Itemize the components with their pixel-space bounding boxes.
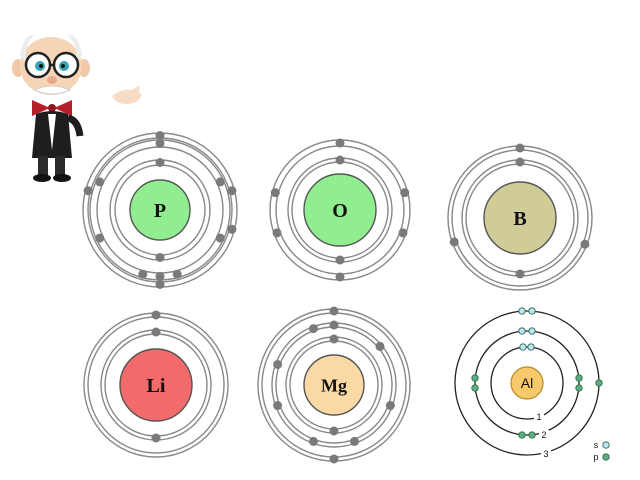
electron-s (528, 327, 536, 335)
atom-o: O (269, 138, 411, 282)
electron-s (518, 307, 526, 315)
electron (400, 188, 410, 198)
electron-p (575, 384, 583, 392)
legend-label: p (593, 452, 598, 462)
element-symbol: P (154, 200, 166, 222)
electron (172, 269, 182, 279)
electron-p (575, 374, 583, 382)
atom-li: Li (83, 310, 229, 458)
element-symbol: Li (147, 375, 166, 397)
shell-ring (490, 346, 564, 420)
electron (151, 310, 161, 320)
electron (155, 272, 165, 281)
electron (273, 359, 283, 369)
electron-s (528, 307, 536, 315)
electron (515, 269, 525, 279)
electron (155, 253, 165, 262)
electron (329, 454, 339, 464)
element-symbol: Al (521, 375, 533, 391)
electron (308, 436, 318, 446)
electron (335, 138, 345, 148)
electron (151, 433, 161, 443)
electron (375, 341, 385, 351)
electron (215, 233, 225, 243)
professor-mascot (12, 34, 142, 182)
electron (329, 334, 339, 344)
electron (329, 426, 339, 436)
electron (329, 320, 339, 330)
electron (155, 280, 165, 289)
electron (449, 237, 459, 247)
legend-swatch (602, 441, 610, 449)
electron (335, 272, 345, 282)
atom-b: B (447, 143, 593, 291)
electron-s (519, 343, 527, 351)
nucleus (119, 348, 193, 422)
electron (515, 157, 525, 167)
electron (350, 436, 360, 446)
electron (308, 324, 318, 334)
shell-ring (474, 330, 580, 436)
shell-label-bg (539, 430, 549, 440)
electron-s (527, 343, 535, 351)
legend-label: s (594, 440, 599, 450)
shell-number-label: 3 (543, 449, 548, 459)
electron (580, 239, 590, 249)
electron (95, 233, 105, 243)
electron (155, 131, 165, 140)
nucleus (129, 179, 191, 241)
electron (215, 177, 225, 187)
shell-label-bg (534, 412, 544, 422)
nucleus (303, 173, 377, 247)
electron (385, 401, 395, 411)
electron (515, 143, 525, 153)
electron-p (471, 384, 479, 392)
nucleus (303, 354, 365, 416)
element-symbol: B (513, 208, 526, 230)
atom-mg: Mg (257, 306, 411, 464)
electron (138, 269, 148, 279)
shell-label-bg (541, 449, 551, 459)
shell-number-label: 2 (541, 430, 546, 440)
electron (83, 186, 93, 196)
atoms-layer: P O B Li Mg Al 12 3 sp (82, 131, 610, 464)
electron (272, 228, 282, 238)
legend-swatch (602, 453, 610, 461)
electron (155, 158, 165, 167)
shell-number-label: 1 (536, 412, 541, 422)
electron-s (518, 327, 526, 335)
atom-al: Al 12 3 sp (454, 307, 610, 462)
electron (398, 228, 408, 238)
atom-p: P (82, 131, 238, 289)
orbital-legend: sp (593, 440, 610, 462)
nucleus (510, 366, 544, 400)
electron (273, 401, 283, 411)
electron (335, 255, 345, 265)
electron (151, 327, 161, 337)
element-symbol: Mg (321, 375, 347, 395)
element-symbol: O (332, 200, 348, 222)
electron (329, 306, 339, 316)
electron (270, 188, 280, 198)
electron (227, 224, 237, 234)
electron (95, 177, 105, 187)
electron (335, 155, 345, 165)
nucleus (483, 181, 557, 255)
electron-p (518, 431, 526, 439)
electron-p (471, 374, 479, 382)
electron-p (595, 379, 603, 387)
electron (155, 139, 165, 148)
electron (227, 186, 237, 196)
electron-p (528, 431, 536, 439)
